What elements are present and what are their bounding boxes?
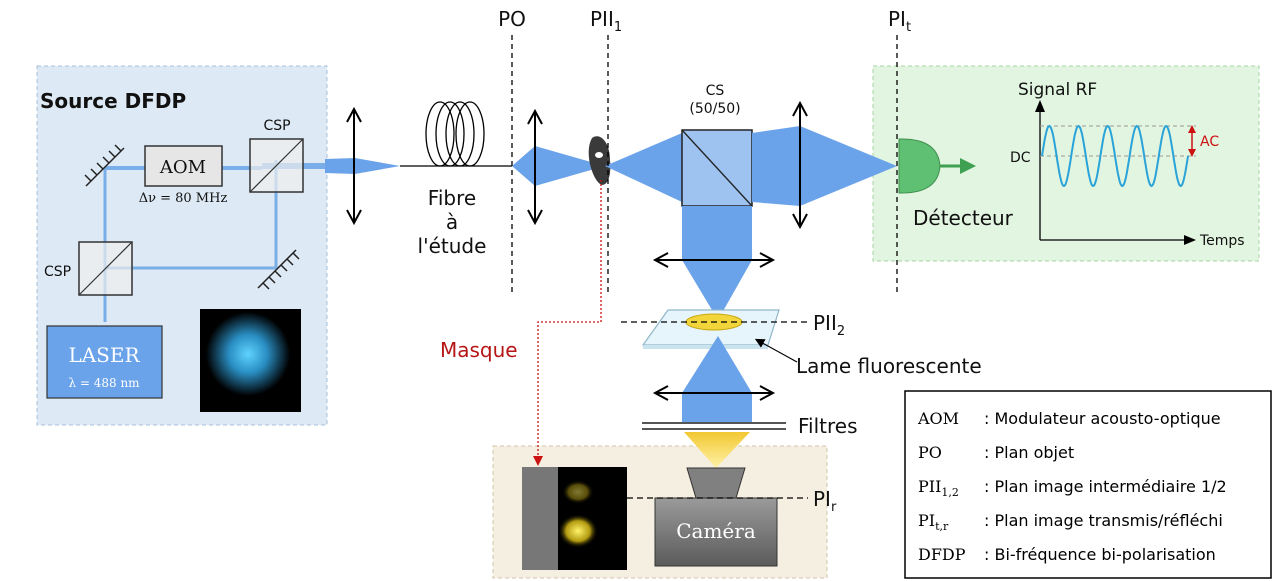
legend-desc: : Plan image transmis/réfléchi: [984, 511, 1223, 530]
beam-fluorescence-camera: [684, 432, 750, 468]
camera-lens: [686, 467, 746, 499]
beam-to-splitter: [605, 133, 682, 202]
mask-object: [588, 136, 611, 185]
legend-desc: : Plan objet: [984, 443, 1074, 462]
mask-label: Masque: [440, 338, 518, 362]
aom-box: [144, 145, 223, 187]
plane-pir-label: PIr: [813, 487, 837, 515]
beam-fluorescence-down: [682, 336, 752, 422]
legend-desc: : Bi-fréquence bi-polarisation: [984, 545, 1216, 564]
beam-to-pii1: [535, 146, 605, 186]
splitter-label: CS: [706, 83, 725, 99]
lens-fluorescence: [652, 385, 776, 401]
mask-pointer: [537, 180, 602, 462]
detector-shape: [898, 138, 941, 194]
lens-reflected: [652, 252, 776, 268]
lens-transmitted: [792, 100, 808, 230]
signal-title: Signal RF: [1018, 80, 1097, 100]
aom-label: AOM: [159, 157, 206, 178]
camera-label: Caméra: [676, 519, 756, 543]
mirror-top-left: [84, 144, 125, 187]
aom-frequency: Δν = 80 MHz: [139, 191, 228, 206]
legend-abbr: AOM: [917, 409, 959, 428]
fiber-label-2: à: [446, 210, 458, 234]
detector-label: Détecteur: [913, 206, 1014, 230]
fluorescent-label: Lame fluorescente: [796, 354, 982, 378]
laser-label: LASER: [68, 343, 140, 367]
csp-top-label: CSP: [263, 118, 290, 134]
beam-reflected-down: [682, 206, 752, 320]
fiber-coil: [400, 101, 512, 167]
filters: [642, 422, 786, 430]
legend-abbr: DFDP: [918, 545, 966, 564]
dc-label: DC: [1010, 150, 1031, 166]
plane-pii2-label: PII2: [813, 311, 845, 339]
fiber-label-3: l'étude: [418, 234, 487, 258]
plane-pit-label: PIt: [888, 7, 911, 35]
fiber-label-1: Fibre: [428, 186, 476, 210]
legend-abbr: PO: [918, 443, 942, 462]
legend-abbr: PIt,r: [918, 511, 949, 533]
time-axis-label: Temps: [1199, 233, 1245, 249]
legend-desc: : Plan image intermédiaire 1/2: [984, 477, 1227, 496]
mirror-bottom-right: [257, 249, 300, 290]
plane-po-label: PO: [498, 7, 526, 31]
lens-input: [346, 106, 362, 226]
beam-fiber-out: [512, 146, 535, 186]
laser-wavelength: λ = 488 nm: [68, 376, 140, 390]
lens-objective: [527, 108, 543, 226]
camera-body: [654, 497, 778, 567]
filters-label: Filtres: [798, 414, 858, 438]
legend-abbr: PII1,2: [918, 477, 959, 499]
beam-input-cone: [325, 158, 400, 174]
ac-label: AC: [1200, 134, 1219, 150]
source-title: Source DFDP: [40, 89, 186, 113]
signal-wave: [1041, 124, 1189, 188]
laser-box: [46, 325, 163, 399]
plane-pii1-label: PII1: [590, 7, 622, 35]
csp-left-label: CSP: [44, 264, 71, 280]
beam-transmitted: [752, 126, 897, 206]
splitter-ratio: (50/50): [689, 101, 740, 117]
legend-box: [904, 390, 1272, 579]
legend-desc: : Modulateur acousto-optique: [984, 409, 1221, 428]
